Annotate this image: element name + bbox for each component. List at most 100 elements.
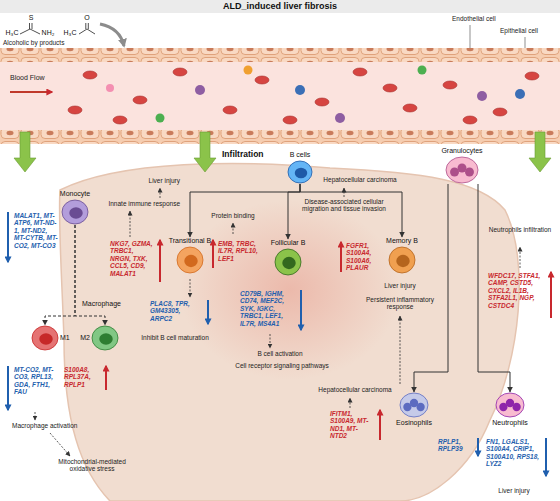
red-blood-cell [463,116,477,124]
down-arrow [207,300,209,324]
dashed-arrow [270,334,271,348]
annotation: Cell receptor signaling pathways [222,362,342,369]
dashed-arrow [130,211,131,237]
up-arrow [159,240,161,282]
dashed-arrow [520,247,521,268]
annotation: Alcoholic by products [3,39,93,46]
red-blood-cell [353,68,367,76]
dashed-arrow [35,412,36,420]
annotation: B cell activation [240,350,320,357]
annotation: Liver injury [488,487,540,494]
dashed-arrow [50,433,70,456]
down-arrow [7,212,9,262]
cell-icon [61,199,89,225]
chemical-bond [20,29,40,34]
cell-label: M2 [80,334,90,342]
cell-node: Transitional B [169,237,212,274]
immune-cell [195,85,205,95]
cell-nucleus [69,207,82,218]
cell-nucleus [465,168,474,177]
red-blood-cell [493,108,507,116]
red-blood-cell [443,81,457,89]
cell-label: B cells [290,151,311,159]
cell-label: Memory B [386,237,418,245]
cell-node: Follicular B [271,239,306,276]
chemical-atom: O [81,14,93,22]
connector [288,184,300,239]
infiltration-arrow [529,132,551,172]
red-blood-cell [525,72,539,80]
immune-cell [477,91,487,101]
title-band [0,0,560,13]
chemical-atom: NH₂ [38,29,58,37]
immune-cell [515,89,525,99]
diagram-title: ALD_induced liver fibrosis [0,1,560,11]
immune-cell [244,66,253,75]
chemical-bond [85,23,86,29]
downregulated-genes: RPLP1, RPLP39 [438,438,474,453]
red-blood-cell [223,106,237,114]
cell-body [400,393,428,417]
annotation: Persistent inflammatory response [362,296,438,311]
cell-label: Monocyte [60,190,90,198]
annotation: Inhibit B cell maturation [130,334,220,341]
chemical-atom: H₃C [2,29,22,37]
cell-body [32,326,58,350]
vessel-lumen [0,62,560,130]
immune-cell [335,113,345,123]
red-blood-cell [173,68,187,76]
cell-nucleus [282,257,295,269]
red-blood-cell [113,116,127,124]
dashed-arrow [350,398,351,408]
annotation: Epithelial cell [500,27,556,34]
immune-cell [106,84,114,92]
cell-icon [445,156,479,184]
annotation: Liver injury [128,177,180,184]
cell-body [496,393,524,417]
up-arrow [340,242,342,272]
downregulated-genes: MALAT1, MT-ATP6, MT-ND-1, MT-ND2, MT-CYT… [14,212,60,249]
up-arrow [212,240,214,268]
cell-label: Granulocytes [441,147,482,155]
up-arrow [550,272,552,318]
annotation: Protein binding [204,212,262,219]
red-blood-cell [403,104,417,112]
cell-node: Eosinophils [396,392,432,427]
cell-icon [91,325,119,351]
dashed-arrow [160,188,161,198]
downregulated-genes: PLAC8, TPR, GM43305, ARPC2 [150,300,202,322]
cell-body [446,157,478,183]
vessel-wall [0,130,560,144]
red-blood-cell [383,84,397,92]
upregulated-genes: WFDC17, STFA1, CAMP, CSTD5, CXCL2, IL1B,… [488,272,544,309]
cell-nucleus [184,255,197,267]
cell-nucleus [99,333,112,344]
cell-icon [274,248,302,276]
leader-line [525,37,526,48]
vessel-wall [0,48,560,62]
down-arrow [477,438,479,456]
cell-icon [31,325,59,351]
chemical-atom: H₃C [60,29,80,37]
downregulated-genes: FN1, LGALS1, S100A4, CRIP1, S100A10, RPS… [486,438,540,468]
cell-body [62,200,88,224]
red-blood-cell [133,96,147,104]
annotation: Mitochondrial-mediated oxidative stress [46,458,138,473]
cell-body [275,249,301,275]
cell-body [177,247,203,273]
immune-cell [295,85,305,95]
down-arrow [300,290,302,330]
cell-label: Neutrophils [492,419,527,427]
annotation: Neutrophils infiltration [488,226,552,233]
annotation: Hepatocellular carcinoma [314,386,396,393]
flow-label: Blood Flow [10,74,60,82]
immune-cell [156,114,165,123]
chemical-bond [32,23,33,29]
connector [75,225,105,325]
cell-label: Macrophage [82,300,132,308]
entry-arrow [100,24,124,46]
upregulated-genes: FGFR1, S100A4, S100A6, PLAUR [346,242,386,272]
chemical-bond [79,29,95,34]
annotation: Macrophage activation [12,422,102,429]
liver-shape [59,163,519,501]
